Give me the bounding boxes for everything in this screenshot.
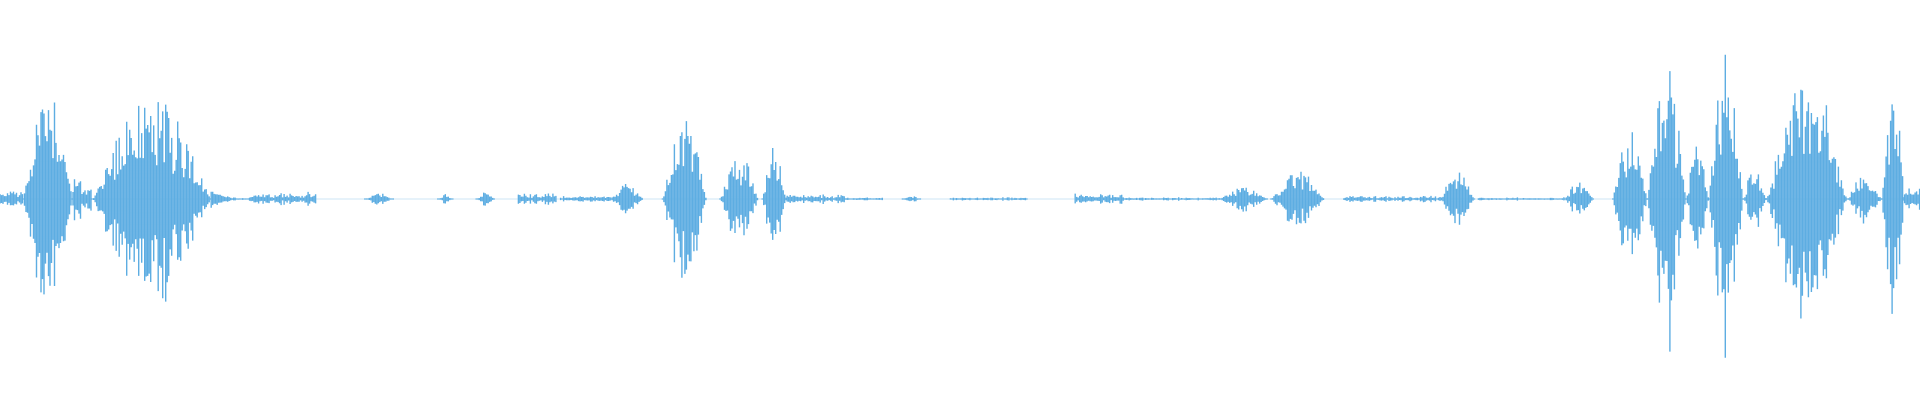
waveform-segment bbox=[761, 148, 787, 240]
waveform-segment bbox=[719, 161, 759, 236]
waveform-segment bbox=[248, 191, 317, 206]
waveform-segment bbox=[517, 193, 557, 205]
waveform-segment bbox=[1218, 187, 1268, 212]
waveform-segment bbox=[22, 102, 74, 295]
waveform-bars bbox=[0, 54, 1920, 358]
waveform-segment bbox=[1765, 89, 1847, 319]
waveform-segment bbox=[1708, 54, 1744, 358]
waveform-segment bbox=[1074, 193, 1124, 204]
waveform-segment bbox=[949, 197, 1028, 201]
waveform-segment bbox=[210, 191, 250, 208]
waveform-segment bbox=[1846, 177, 1883, 224]
waveform-segment bbox=[364, 193, 394, 205]
waveform-segment bbox=[91, 102, 212, 302]
waveform-segment bbox=[1343, 195, 1441, 203]
waveform-segment bbox=[1122, 197, 1220, 201]
waveform-segment bbox=[1564, 182, 1594, 214]
waveform-segment bbox=[1646, 71, 1686, 352]
waveform-segment bbox=[609, 184, 643, 214]
waveform-segment bbox=[1612, 132, 1648, 255]
waveform-segment bbox=[844, 197, 883, 201]
waveform-segment bbox=[1270, 171, 1325, 225]
waveform-segment bbox=[0, 191, 24, 206]
waveform-segment bbox=[661, 121, 707, 278]
waveform-segment bbox=[1880, 104, 1905, 314]
waveform-segment bbox=[1477, 197, 1565, 201]
waveform-segment bbox=[786, 194, 845, 204]
waveform-segment bbox=[1685, 146, 1709, 249]
waveform-segment bbox=[1903, 188, 1920, 210]
waveform-segment bbox=[437, 194, 454, 204]
waveform-segment bbox=[901, 196, 922, 202]
waveform-segment bbox=[1742, 174, 1767, 227]
waveform-segment bbox=[72, 179, 92, 221]
waveform-segment bbox=[559, 196, 611, 202]
waveform-segment bbox=[475, 192, 495, 206]
waveform-segment bbox=[1439, 172, 1476, 225]
